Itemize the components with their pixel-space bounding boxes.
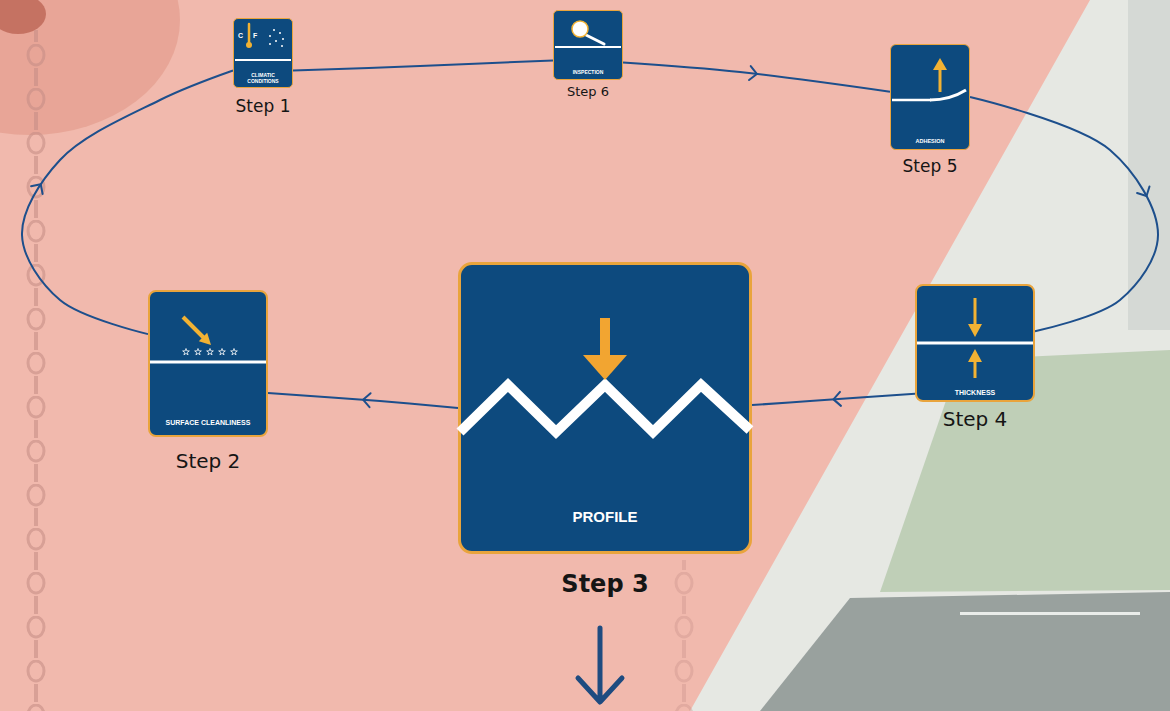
step-number: Step 1 [173, 96, 353, 116]
cycle-connector-group [293, 60, 553, 70]
step-node: ADHESIONStep 5 [890, 44, 970, 176]
surface-line [917, 342, 1033, 345]
profile-icon [460, 318, 750, 432]
cycle-connector-group [623, 63, 890, 92]
climate-icon [235, 24, 291, 60]
arrowhead [749, 66, 758, 81]
humidity-dots [269, 29, 284, 47]
label-holder: C [238, 24, 243, 42]
step-number: Step 3 [398, 570, 812, 599]
step-icon-box: CLIMATIC CONDITIONS [233, 18, 293, 88]
step-number: Step 5 [830, 156, 1030, 176]
arrowhead [1137, 187, 1153, 200]
thickness-icon [917, 298, 1033, 378]
blast-arrow [183, 317, 204, 338]
gauge-arrow [974, 298, 977, 326]
profile-arrowhead [583, 355, 627, 380]
cycle-connector [623, 63, 890, 92]
step-node: PROFILEStep 3 [458, 262, 752, 599]
arrowhead [833, 392, 841, 406]
profile-arrow [600, 318, 610, 358]
arrowhead [31, 180, 47, 194]
step-number: Step 2 [88, 449, 328, 473]
magnifier-lens [572, 21, 588, 37]
temperature-unit: F [253, 32, 257, 39]
pull-arrow [939, 68, 942, 92]
peeled-coating [930, 90, 966, 100]
cleanliness-icon [150, 317, 266, 362]
cycle-connector [293, 60, 553, 70]
cycle-connector-group [268, 393, 458, 408]
surface-line [892, 99, 931, 102]
step-number: Step 4 [855, 407, 1095, 431]
step-title: INSPECTION [573, 70, 604, 76]
step-number: Step 6 [493, 84, 683, 100]
step-icon-box: ADHESION [890, 44, 970, 150]
step-title: PROFILE [572, 509, 637, 526]
pull-arrowhead [933, 58, 947, 70]
step-title: CLIMATIC CONDITIONS [237, 73, 289, 84]
adhesion-icon [892, 58, 966, 100]
magnifier-handle [586, 35, 604, 44]
gauge-arrowhead [968, 349, 982, 362]
label-holder: F [253, 24, 257, 42]
step-title: ADHESION [915, 138, 944, 144]
step-node: SURFACE CLEANLINESSStep 2 [148, 290, 268, 473]
down-arrow [578, 628, 622, 702]
blast-arrowhead [199, 333, 211, 345]
surface-line [555, 46, 621, 48]
surface-line [235, 59, 291, 61]
thermometer [248, 24, 251, 43]
gauge-arrowhead [968, 324, 982, 337]
step-icon-box: INSPECTION [553, 10, 623, 80]
profile-zigzag [460, 385, 750, 432]
step-title: SURFACE CLEANLINESS [166, 419, 251, 427]
step-title: THICKNESS [955, 389, 995, 397]
temperature-unit: C [238, 32, 243, 39]
step-icon-box: PROFILE [458, 262, 752, 554]
cycle-connector [268, 393, 458, 408]
step-node: INSPECTIONStep 6 [553, 10, 623, 100]
cycle-connector-group [752, 392, 915, 406]
thermometer-bulb [246, 42, 252, 48]
gauge-arrow [974, 360, 977, 378]
surface-line [150, 361, 266, 364]
inspection-icon [555, 21, 621, 47]
arrowhead [363, 393, 371, 407]
